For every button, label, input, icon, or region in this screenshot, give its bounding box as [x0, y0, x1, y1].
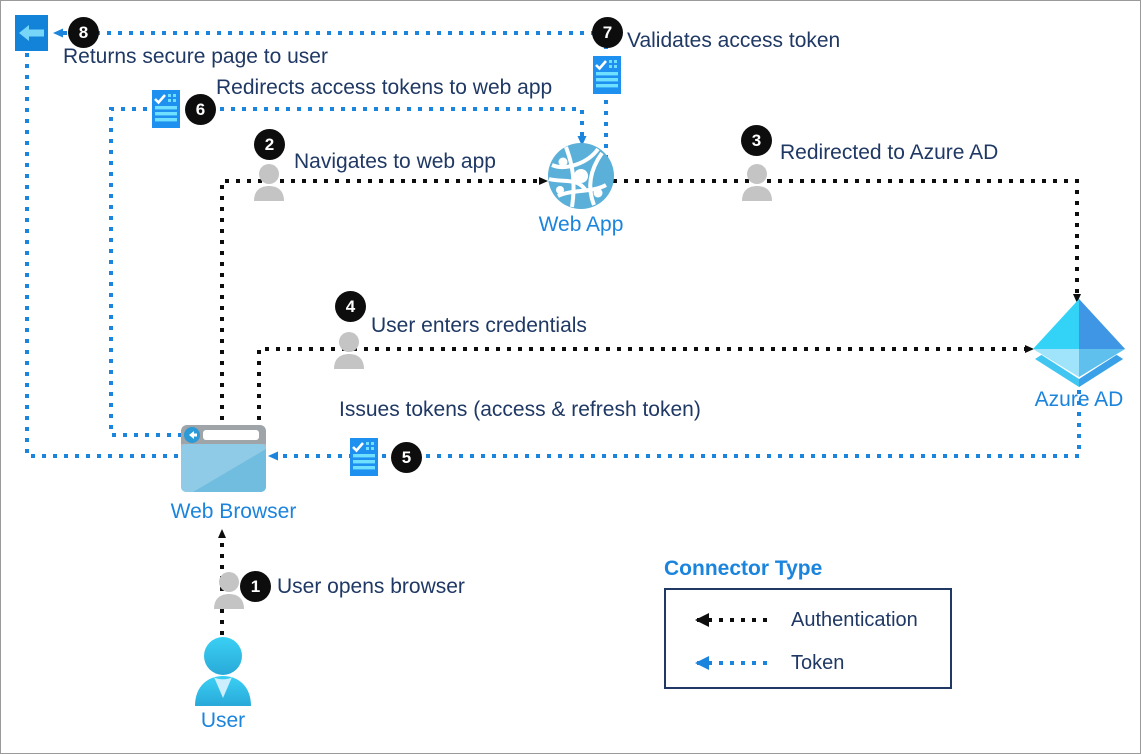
legend-box	[664, 588, 952, 689]
connector-step-2	[220, 177, 548, 431]
person-icon	[212, 571, 246, 609]
user-icon	[191, 636, 255, 708]
step-badge-6: 6	[185, 94, 216, 125]
web-browser-icon	[181, 425, 266, 492]
legend-title: Connector Type	[664, 557, 823, 580]
azure-ad-icon	[1027, 297, 1131, 389]
step-badge-8: 8	[68, 17, 99, 48]
user-label: User	[200, 709, 246, 732]
step-label-2: Navigates to web app	[294, 150, 496, 173]
step-badge-4: 4	[335, 291, 366, 322]
step-label-1: User opens browser	[277, 575, 465, 598]
web-app-globe-icon	[546, 141, 616, 211]
blue-dotted-arrow-icon	[695, 656, 767, 670]
connector-step-3	[613, 179, 1081, 303]
step-badge-1: 1	[240, 571, 271, 602]
step-badge-7: 7	[592, 17, 623, 48]
token-icon	[593, 56, 621, 94]
person-icon	[252, 163, 286, 201]
token-icon	[152, 90, 180, 128]
step-label-4: User enters credentials	[371, 314, 587, 337]
legend-item-token: Token	[679, 646, 844, 680]
azure-ad-label: Azure AD	[1034, 388, 1124, 411]
step-label-8: Returns secure page to user	[63, 45, 328, 68]
step-badge-3: 3	[741, 125, 772, 156]
black-dotted-arrow-icon	[695, 613, 767, 627]
step-label-6: Redirects access tokens to web app	[216, 76, 553, 99]
step-badge-5: 5	[391, 442, 422, 473]
person-icon	[332, 331, 366, 369]
web-browser-label: Web Browser	[170, 500, 297, 523]
step-label-3: Redirected to Azure AD	[780, 141, 999, 164]
token-icon	[350, 438, 378, 476]
legend-label-token: Token	[791, 652, 845, 674]
person-icon	[740, 163, 774, 201]
legend-item-authentication: Authentication	[679, 603, 918, 637]
legend-label-authentication: Authentication	[791, 609, 918, 631]
step-badge-2: 2	[254, 129, 285, 160]
secure-page-icon	[15, 15, 48, 51]
step-label-7: Validates access token	[627, 29, 841, 52]
web-app-label: Web App	[538, 213, 624, 236]
step-label-5: Issues tokens (access & refresh token)	[339, 398, 701, 421]
